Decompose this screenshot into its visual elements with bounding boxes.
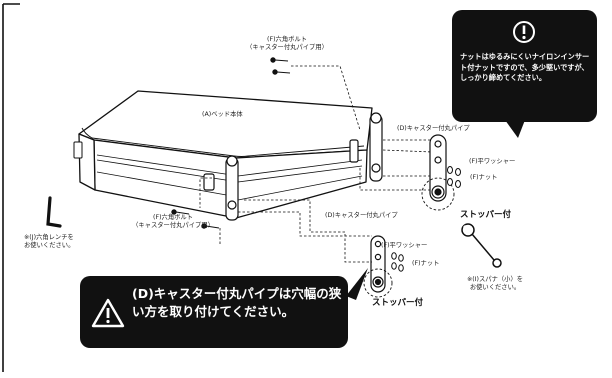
hex-wrench-label-line1: ※(J)六角レンチを bbox=[24, 234, 74, 241]
bolt-top-label-line2: （キャスター付丸パイプ用） bbox=[246, 44, 328, 51]
caster-pipe-right-label: (D)キャスター付丸パイプ bbox=[397, 125, 470, 132]
note-callout: ナットはゆるみにくいナイロンインサート付ナットですので、多少堅いですが、しっかり… bbox=[452, 10, 597, 122]
exclamation-circle-icon bbox=[513, 21, 535, 43]
warning-triangle-icon bbox=[91, 298, 125, 328]
caster-pipe-right bbox=[429, 134, 447, 202]
washer-nut-right bbox=[447, 166, 461, 188]
stopper-right-label: ストッパー付 bbox=[460, 210, 512, 220]
bolt-left-label: (F)六角ボルト （キャスター付丸パイプ用） bbox=[118, 214, 228, 230]
washer-nut-bottom bbox=[391, 252, 404, 272]
top-bolts bbox=[270, 57, 291, 75]
washer-right-label: (F)平ワッシャー bbox=[469, 158, 516, 165]
spanner-icon bbox=[461, 223, 502, 268]
nut-right-label: (F)ナット bbox=[470, 174, 498, 181]
warning-text: (D)キャスター付丸パイプは穴幅の狭い方を取り付けてください。 bbox=[132, 286, 342, 319]
spanner-label: ※(I)スパナ（小）を お使いください。 bbox=[450, 276, 540, 292]
page-frame bbox=[2, 3, 20, 372]
spanner-label-line1: ※(I)スパナ（小）を bbox=[466, 276, 524, 283]
bed-body-label: (A)ベッド本体 bbox=[202, 111, 243, 118]
bolt-top-label: (F)六角ボルト （キャスター付丸パイプ用） bbox=[232, 36, 342, 52]
left-bolts bbox=[171, 209, 220, 229]
bed-posts bbox=[203, 112, 383, 221]
nut-bottom-label: (F)ナット bbox=[412, 260, 440, 267]
hex-wrench-label-line2: お使いください。 bbox=[24, 242, 75, 249]
bolt-left-label-line1: (F)六角ボルト bbox=[152, 214, 194, 221]
bolt-left-label-line2: （キャスター付丸パイプ用） bbox=[132, 222, 214, 229]
caster-pipe-bottom-label: (D)キャスター付丸パイプ bbox=[325, 212, 398, 219]
warning-pointer bbox=[346, 268, 368, 300]
washer-bottom-label: (F)平ワッシャー bbox=[381, 242, 428, 249]
bed-left-bracket bbox=[73, 141, 83, 159]
spanner-label-line2: お使いください。 bbox=[469, 284, 521, 291]
bed-right-face bbox=[235, 149, 368, 219]
stopper-bottom-label: ストッパー付 bbox=[372, 298, 424, 308]
caster-pipe-bottom bbox=[370, 235, 386, 293]
stopper-circle-right bbox=[421, 177, 455, 211]
note-text: ナットはゆるみにくいナイロンインサート付ナットですので、多少堅いですが、しっかり… bbox=[460, 52, 590, 82]
warning-callout: (D)キャスター付丸パイプは穴幅の狭い方を取り付けてください。 bbox=[80, 276, 348, 348]
bolt-top-label-line1: (F)六角ボルト bbox=[266, 36, 308, 43]
stopper-circle-bottom bbox=[363, 268, 393, 298]
hex-wrench-icon bbox=[46, 196, 62, 228]
hex-wrench-label: ※(J)六角レンチを お使いください。 bbox=[24, 234, 74, 250]
note-pointer bbox=[505, 120, 525, 138]
bed-left-end bbox=[78, 133, 96, 191]
